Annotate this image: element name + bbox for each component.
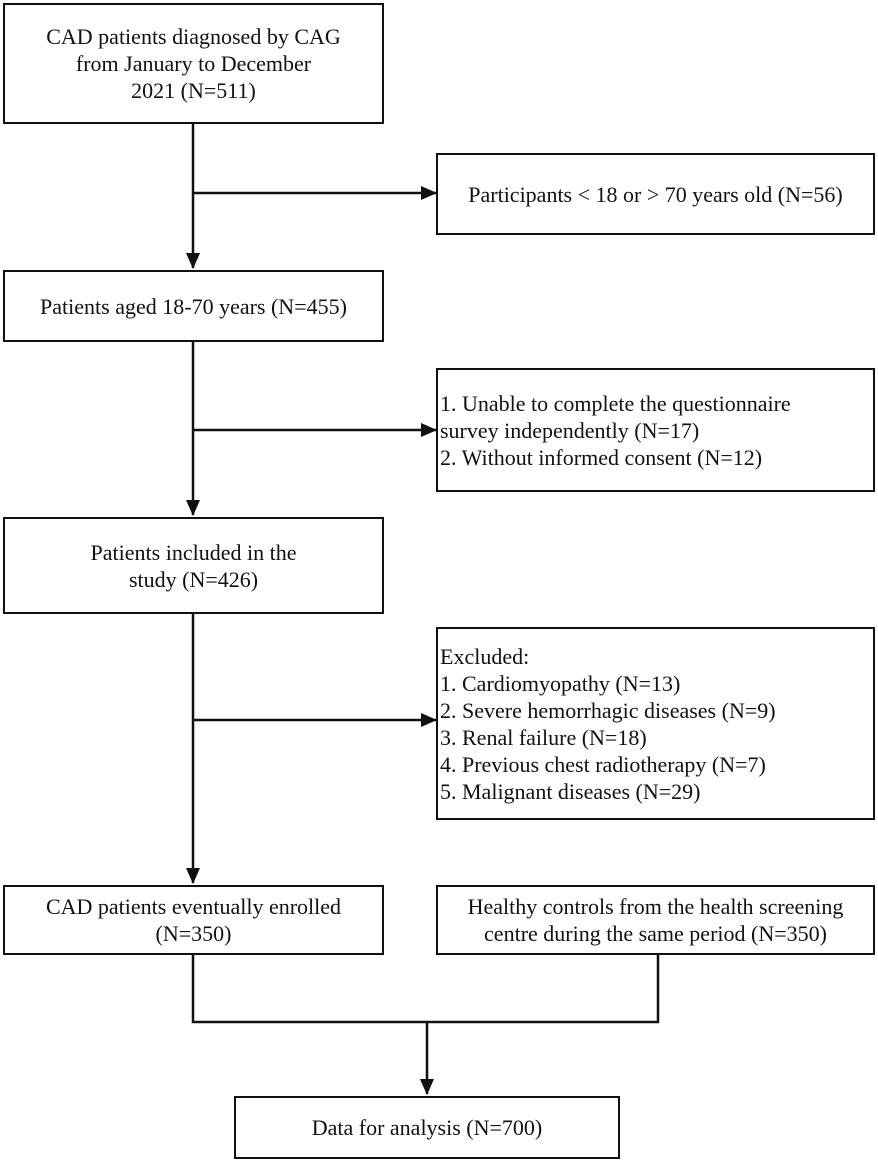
box-line: 2021 (N=511) <box>131 78 256 103</box>
box-line: 1. Cardiomyopathy (N=13) <box>440 670 681 696</box>
box-line: study (N=426) <box>128 566 259 592</box>
box-line: Patients included in the <box>90 539 297 565</box>
box-initial-cohort: CAD patients diagnosed by CAG from Janua… <box>3 3 384 124</box>
box-disease-exclusion: Excluded: 1. Cardiomyopathy (N=13) 2. Se… <box>436 627 875 820</box>
box-line: 4. Previous chest radiotherapy (N=7) <box>440 751 766 777</box>
box-line: 5. Malignant diseases (N=29) <box>440 778 701 804</box>
box-line: centre during the same period (N=350) <box>484 921 827 946</box>
box-line: Healthy controls from the health screeni… <box>467 894 844 919</box>
box-line: CAD patients diagnosed by CAG <box>46 24 341 49</box>
box-line: Participants < 18 or > 70 years old (N=5… <box>468 181 843 207</box>
box-line: 3. Renal failure (N=18) <box>440 724 647 750</box>
box-healthy-controls: Healthy controls from the health screeni… <box>436 885 875 955</box>
merge-connector <box>191 955 660 1024</box>
box-line: Patients aged 18-70 years (N=455) <box>40 293 347 319</box>
box-survey-exclusion: 1. Unable to complete the questionnaire … <box>436 368 875 492</box>
box-line: 2. Severe hemorrhagic diseases (N=9) <box>440 697 776 723</box>
box-line: 1. Unable to complete the questionnaire <box>440 390 791 416</box>
box-age-exclusion: Participants < 18 or > 70 years old (N=5… <box>436 153 875 235</box>
box-enrolled: CAD patients eventually enrolled (N=350) <box>3 885 384 955</box>
box-line: Excluded: <box>440 643 530 669</box>
box-data-analysis: Data for analysis (N=700) <box>234 1096 620 1159</box>
box-line: (N=350) <box>155 921 232 946</box>
box-line: CAD patients eventually enrolled <box>45 894 342 919</box>
box-line: Data for analysis (N=700) <box>311 1115 543 1140</box>
box-included: Patients included in the study (N=426) <box>3 517 384 614</box>
box-line: survey independently (N=17) <box>440 417 700 443</box>
box-line: 2. Without informed consent (N=12) <box>440 444 763 470</box>
box-line: from January to December <box>75 51 312 76</box>
box-aged-18-70: Patients aged 18-70 years (N=455) <box>3 270 384 342</box>
